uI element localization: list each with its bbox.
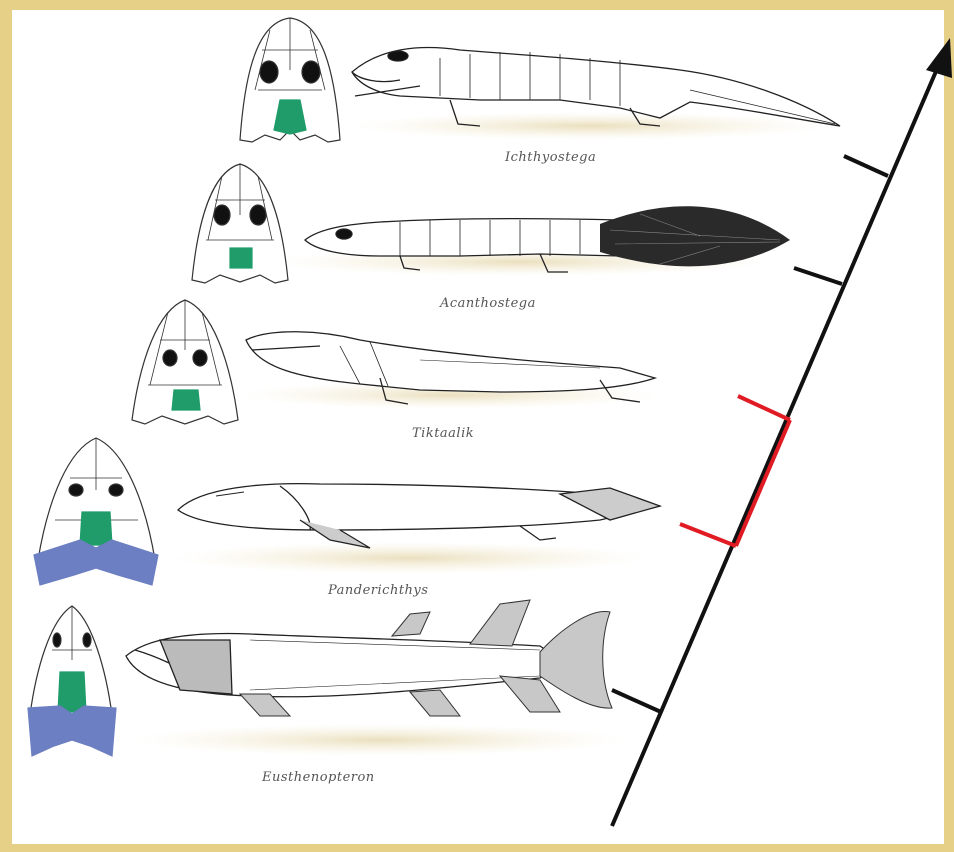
skull-ichthyostega bbox=[240, 18, 340, 142]
animal-panderichthys bbox=[178, 484, 660, 548]
branch-panderichthys bbox=[680, 524, 736, 546]
skull-acanthostega bbox=[192, 164, 288, 283]
timeline-axis bbox=[612, 38, 952, 826]
branch-ichthyostega bbox=[844, 156, 888, 176]
highlight-branches bbox=[680, 396, 790, 546]
skull-eusthenopteron bbox=[28, 606, 116, 756]
taxon-label-panderichthys: Panderichthys bbox=[328, 583, 428, 598]
acanthostega-tail-fin bbox=[600, 206, 790, 266]
taxon-label-eusthenopteron: Eusthenopteron bbox=[262, 770, 375, 785]
taxon-label-tiktaalik: Tiktaalik bbox=[412, 426, 474, 441]
branch-eusthenopteron bbox=[612, 690, 661, 712]
skull-panderichthys bbox=[34, 438, 158, 585]
arrowhead-icon bbox=[926, 38, 952, 78]
ground-shadow-ichthyostega bbox=[350, 112, 830, 140]
branch-acanthostega bbox=[794, 268, 842, 284]
taxon-label-ichthyostega: Ichthyostega bbox=[505, 150, 596, 165]
ground-shadow-eusthenopteron bbox=[130, 724, 630, 756]
ground-shadow-panderichthys bbox=[170, 542, 650, 574]
branch-tiktaalik bbox=[738, 396, 790, 420]
skull-tiktaalik bbox=[132, 300, 238, 424]
red-stem bbox=[736, 420, 790, 546]
taxon-label-acanthostega: Acanthostega bbox=[440, 296, 536, 311]
